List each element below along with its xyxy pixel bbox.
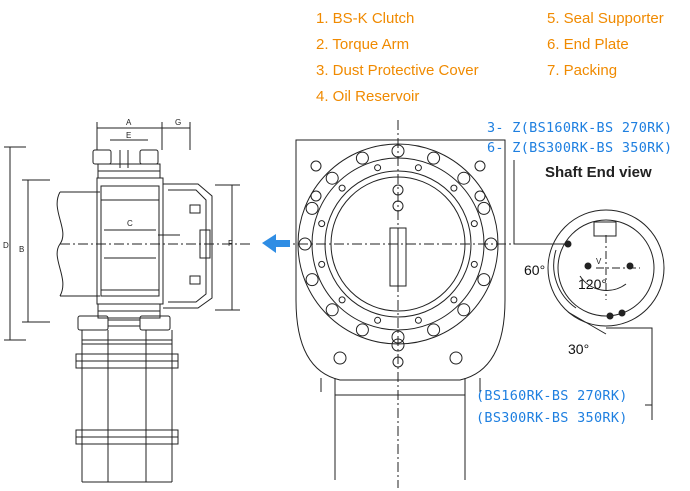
flange-bolt: [391, 330, 405, 344]
bolt-label-3z: 3- Z(BS160RK-BS 270RK): [487, 120, 673, 136]
flange-bolt: [457, 171, 471, 185]
svg-text:C: C: [127, 219, 133, 228]
flange-hole: [414, 164, 422, 172]
svg-text:G: G: [175, 118, 181, 127]
svg-text:F: F: [228, 239, 233, 248]
flange-bolt: [305, 273, 319, 287]
flange-bolt: [427, 323, 441, 337]
svg-text:B: B: [19, 245, 24, 254]
flange-hole: [450, 184, 458, 192]
flange-bolt: [477, 201, 491, 215]
bolt-label-bottom-2: (BS300RK-BS 350RK): [476, 410, 628, 426]
flange-hole: [470, 220, 478, 228]
bolt-label-6z: 6- Z(BS300RK-BS 350RK): [487, 140, 673, 156]
housing-bolt: [474, 190, 486, 202]
flange-bolt: [298, 237, 312, 251]
flange-hole: [450, 296, 458, 304]
flange-hole: [338, 296, 346, 304]
legend-item: 3. Dust Protective Cover: [316, 62, 479, 79]
flange-bolt: [484, 237, 498, 251]
legend-item: 4. Oil Reservoir: [316, 88, 420, 105]
angle-60-label: 60°: [524, 262, 546, 278]
housing-bolt: [310, 160, 322, 172]
legend-item: 5. Seal Supporter: [547, 10, 664, 27]
legend-item: 7. Packing: [547, 62, 618, 79]
angle-120-label: 120°: [578, 276, 607, 292]
angle-30-label: 30°: [568, 341, 590, 357]
flange-bolt: [457, 303, 471, 317]
flange-bolt: [355, 151, 369, 165]
dimension-letters: A G C E D B F V: [3, 118, 602, 266]
flange-bolt: [325, 171, 339, 185]
flange-bolt: [391, 144, 405, 158]
flange-hole: [318, 260, 326, 268]
shaft-end-view: [513, 160, 665, 420]
shaft-end-view-title: Shaft End view: [545, 164, 652, 181]
svg-text:D: D: [3, 241, 9, 250]
flange-hole: [470, 260, 478, 268]
side-section-view: [4, 122, 250, 483]
flange-hole: [374, 316, 382, 324]
svg-text:E: E: [126, 131, 131, 140]
housing-bolt: [474, 160, 486, 172]
flange-bolt: [325, 303, 339, 317]
legend-item: 1. BS-K Clutch: [316, 10, 415, 27]
front-flange-bolts: [298, 144, 498, 344]
legend-item: 6. End Plate: [547, 36, 629, 53]
flange-bolt: [477, 273, 491, 287]
flange-hole: [318, 220, 326, 228]
svg-text:A: A: [126, 118, 132, 127]
bolt-label-bottom-1: (BS160RK-BS 270RK): [476, 388, 628, 404]
flange-hole: [374, 164, 382, 172]
flange-bolt: [355, 323, 369, 337]
legend-item: 2. Torque Arm: [316, 36, 410, 53]
housing-bolt: [310, 190, 322, 202]
flange-hole: [414, 316, 422, 324]
flange-hole: [338, 184, 346, 192]
view-direction-arrow: [262, 234, 290, 253]
front-view: [280, 120, 520, 488]
flange-bolt: [305, 201, 319, 215]
svg-text:V: V: [596, 257, 602, 266]
flange-bolt: [427, 151, 441, 165]
